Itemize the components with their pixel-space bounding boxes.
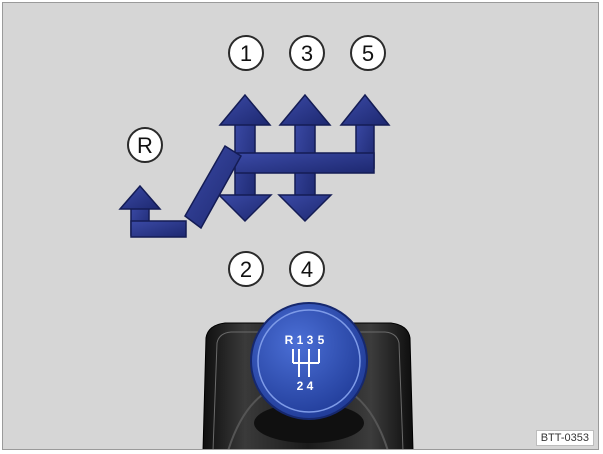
knob-label-4: 4 [307, 379, 314, 393]
figure-code-label: BTT-0353 [536, 430, 594, 446]
gear-circle-2: 2 [229, 252, 263, 286]
gear-shift-diagram: 1 3 5 R 2 4 [3, 3, 599, 450]
gear-circle-4: 4 [290, 252, 324, 286]
svg-text:5: 5 [362, 41, 374, 66]
svg-text:1: 1 [240, 41, 252, 66]
knob-label-5: 5 [318, 333, 325, 347]
gear-circle-3: 3 [290, 36, 324, 70]
gear-circle-1: 1 [229, 36, 263, 70]
gear-circle-5: 5 [351, 36, 385, 70]
gear-circle-reverse: R [128, 128, 162, 162]
knob-label-reverse: R [285, 333, 294, 347]
svg-text:2: 2 [240, 257, 252, 282]
svg-text:4: 4 [301, 257, 313, 282]
knob-label-1: 1 [297, 333, 304, 347]
gear-knob: R 1 3 5 2 4 [251, 303, 367, 443]
knob-label-2: 2 [297, 379, 304, 393]
knob-label-3: 3 [307, 333, 314, 347]
shift-pattern-arrows [120, 95, 389, 237]
svg-text:R: R [137, 133, 153, 158]
svg-text:3: 3 [301, 41, 313, 66]
illustration-frame: 1 3 5 R 2 4 [2, 2, 599, 450]
